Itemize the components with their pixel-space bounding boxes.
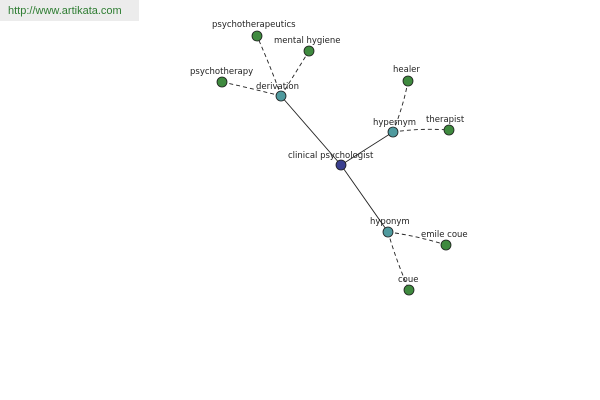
edge-root-hyponym [340,164,389,233]
leaf-node-coue[interactable] [403,284,415,296]
label-healer[interactable]: healer [393,65,420,75]
label-psychotherapeutics[interactable]: psychotherapeutics [212,20,296,30]
label-coue[interactable]: coue [398,275,419,285]
edge-hypernym-therapist [392,128,450,133]
leaf-node-healer[interactable] [402,75,414,87]
category-node-derivation[interactable] [275,90,287,102]
label-emile-coue[interactable]: emile coue [421,230,468,240]
leaf-node-psychotherapeutics[interactable] [251,30,263,42]
site-url-link[interactable]: http://www.artikata.com [8,5,122,17]
label-hyponym[interactable]: hyponym [370,217,410,227]
edge-hyponym-emile-coue [387,231,447,246]
category-node-hyponym[interactable] [382,226,394,238]
leaf-node-mental-hygiene[interactable] [303,45,315,57]
edge-derivation-psychotherapeutics [256,35,282,97]
label-hypernym[interactable]: hypernym [373,118,416,128]
leaf-node-therapist[interactable] [443,124,455,136]
leaf-node-emile-coue[interactable] [440,239,452,251]
category-node-hypernym[interactable] [387,126,399,138]
url-banner: http://www.artikata.com [0,0,139,21]
edge-hyponym-coue [387,231,410,291]
leaf-node-psychotherapy[interactable] [216,76,228,88]
label-mental-hygiene[interactable]: mental hygiene [274,36,341,46]
edge-derivation-psychotherapy [221,81,282,97]
label-derivation[interactable]: derivation [256,82,299,92]
label-therapist[interactable]: therapist [426,115,465,125]
label-root[interactable]: clinical psychologist [288,151,374,161]
edge-root-hypernym [340,131,394,166]
edge-root-derivation [280,95,342,166]
label-psychotherapy[interactable]: psychotherapy [190,67,253,77]
root-node[interactable] [335,159,347,171]
